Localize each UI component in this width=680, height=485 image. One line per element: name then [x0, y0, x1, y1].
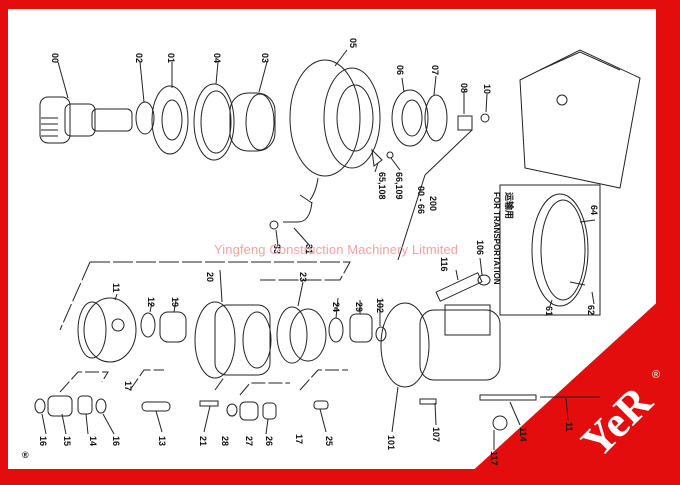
- label-17b: 17: [294, 434, 304, 444]
- label-27: 27: [244, 436, 254, 446]
- copyright-mark: ®: [22, 450, 29, 460]
- label-16a: 16: [38, 436, 48, 446]
- label-66-109: 66,109: [394, 172, 404, 200]
- assembly-note-bottom: 00 - 66: [416, 186, 426, 214]
- label-65-108: 65,108: [377, 172, 387, 200]
- label-117: 117: [489, 451, 499, 466]
- watermark: Yingfeng Construction Machinery Litmited: [214, 242, 459, 257]
- label-12: 12: [146, 297, 156, 307]
- label-06: 06: [395, 65, 405, 75]
- label-64: 64: [589, 205, 599, 215]
- shaft-00: [39, 61, 133, 144]
- label-08: 08: [459, 83, 469, 93]
- label-31: 31: [304, 244, 314, 254]
- label-23: 23: [298, 272, 308, 282]
- registered-mark: ®: [652, 369, 660, 381]
- label-25: 25: [324, 436, 334, 446]
- svg-text:YeR: YeR: [572, 376, 663, 467]
- label-20: 20: [205, 272, 215, 282]
- label-00: 00: [50, 53, 60, 63]
- label-10: 10: [482, 84, 492, 94]
- label-116: 116: [439, 257, 449, 272]
- label-05: 05: [348, 38, 358, 48]
- label-24: 24: [331, 302, 341, 312]
- label-19: 19: [170, 297, 180, 307]
- label-28: 28: [220, 436, 230, 446]
- label-13: 13: [157, 436, 167, 446]
- label-62: 62: [586, 305, 596, 315]
- label-102: 102: [375, 298, 385, 313]
- label-61: 61: [544, 306, 554, 316]
- label-11x: 11: [564, 422, 574, 432]
- label-01: 01: [166, 53, 176, 63]
- label-11: 11: [111, 283, 121, 293]
- label-14: 14: [88, 436, 98, 446]
- label-26: 26: [264, 436, 274, 446]
- label-106: 106: [475, 240, 485, 255]
- label-04: 04: [212, 53, 222, 63]
- label-29: 29: [354, 302, 364, 312]
- label-114: 114: [518, 427, 528, 442]
- brand-logo: YeR: [572, 376, 663, 467]
- label-15: 15: [62, 436, 72, 446]
- label-17a: 17: [123, 381, 133, 391]
- transport-title-cn: 运输用: [504, 192, 515, 219]
- diagram-frame: [8, 9, 656, 469]
- label-16b: 16: [111, 436, 121, 446]
- label-33: 33: [272, 244, 282, 254]
- label-07: 07: [430, 65, 440, 75]
- label-101: 101: [386, 435, 396, 450]
- label-02: 02: [134, 53, 144, 63]
- label-03: 03: [260, 53, 270, 63]
- label-21: 21: [198, 436, 208, 446]
- assembly-note-top: 200: [428, 196, 438, 211]
- label-107: 107: [431, 427, 441, 442]
- transport-title-en: FOR TRANSPORTATION: [492, 192, 501, 285]
